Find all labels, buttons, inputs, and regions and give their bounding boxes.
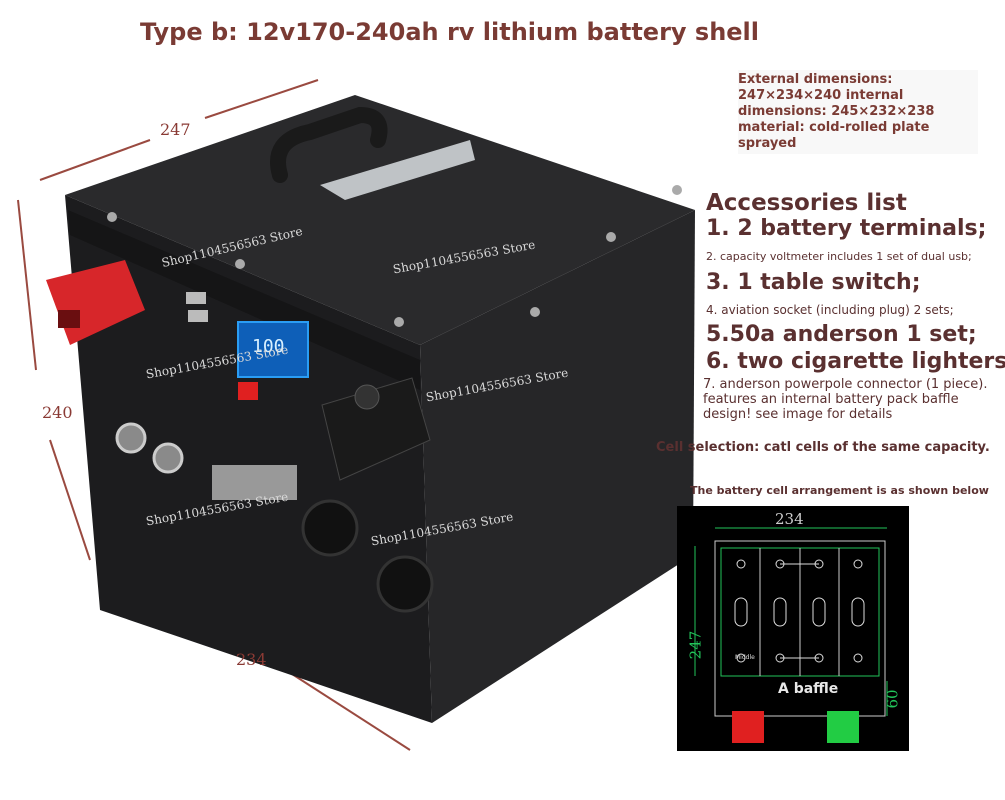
accessory-item: 3. 1 table switch;	[706, 270, 921, 295]
cigarette-lighter-icon	[301, 499, 359, 557]
usb-port-icon	[186, 292, 206, 304]
accessory-item: 6. two cigarette lighters.	[706, 349, 1005, 374]
width-dim-label: 247	[160, 120, 191, 139]
cell-terminal-icon	[736, 559, 746, 569]
width-dim-line-left	[39, 139, 151, 181]
lid-band	[68, 210, 420, 390]
diagram-baffle-dim: 60	[883, 689, 902, 709]
height-dim-line-bottom	[49, 439, 91, 561]
positive-terminal-icon	[827, 711, 859, 743]
cell-terminal-icon	[853, 653, 863, 663]
handle-grip	[270, 106, 388, 183]
cell-arrangement-diagram: 234 247 60 A baffle Middle	[677, 506, 909, 751]
depth-dim-label: 234	[236, 650, 267, 669]
screw-icon	[530, 307, 540, 317]
accessories-heading: Accessories list	[706, 190, 907, 216]
screw-icon	[606, 232, 616, 242]
cell-selection-note: Cell selection: catl cells of the same c…	[656, 440, 990, 455]
powerpole-connector	[321, 377, 431, 481]
accessory-item: 7. anderson powerpole connector (1 piece…	[703, 377, 988, 422]
accessory-item: 5.50a anderson 1 set;	[706, 322, 977, 347]
usb-port-icon	[188, 310, 208, 322]
outer-frame	[714, 540, 886, 717]
diagram-side-dim: 247	[686, 630, 705, 660]
screw-icon	[672, 185, 682, 195]
middle-label: Middle	[735, 654, 755, 661]
dimensions-line: sprayed	[738, 136, 797, 151]
box-side	[420, 210, 695, 723]
arrangement-caption: The battery cell arrangement is as shown…	[690, 484, 989, 497]
voltmeter-display	[237, 321, 309, 378]
diagram-top-dim: 234	[775, 510, 804, 528]
box-top	[65, 95, 695, 345]
dimensions-note: External dimensions: 247×234×240 interna…	[738, 70, 978, 154]
handle-plate	[320, 140, 475, 200]
accessory-item: 2. capacity voltmeter includes 1 set of …	[706, 250, 972, 263]
height-dim-label: 240	[42, 403, 73, 422]
screw-icon	[394, 317, 404, 327]
voltmeter-reading: 100	[252, 336, 285, 357]
height-dim-line-top	[17, 199, 37, 371]
aviation-socket-icon	[152, 442, 184, 474]
depth-dim-line-right	[277, 664, 411, 751]
cigarette-lighter-icon	[376, 555, 434, 613]
cell-terminal-icon	[736, 653, 746, 663]
baffle-label: A baffle	[778, 681, 839, 697]
dimensions-line: dimensions: 245×232×238	[738, 104, 935, 119]
cell-vent-icon	[812, 597, 826, 627]
negative-terminal-icon	[732, 711, 764, 743]
accessory-item: 4. aviation socket (including plug) 2 se…	[706, 303, 954, 317]
aviation-socket-icon	[115, 422, 147, 454]
page-title: Type b: 12v170-240ah rv lithium battery …	[140, 18, 760, 46]
accessory-item: 1. 2 battery terminals;	[706, 216, 987, 241]
red-terminal-slot	[58, 310, 80, 328]
dimensions-line: 247×234×240 internal	[738, 88, 904, 103]
dimensions-line: material: cold-rolled plate	[738, 120, 930, 135]
cell-arrangement-svg	[694, 527, 888, 743]
cell-vent-icon	[734, 597, 748, 627]
screw-icon	[107, 212, 117, 222]
screw-icon	[235, 259, 245, 269]
dimensions-line: External dimensions:	[738, 72, 893, 87]
powerpole-knob	[354, 384, 380, 410]
rocker-switch	[238, 382, 258, 400]
battery-box-illustration: 100	[17, 79, 695, 751]
width-dim-line-right	[204, 79, 319, 119]
anderson-connector	[212, 465, 297, 500]
cell-terminal-icon	[853, 559, 863, 569]
cell-vent-icon	[851, 597, 865, 627]
cell-vent-icon	[773, 597, 787, 627]
